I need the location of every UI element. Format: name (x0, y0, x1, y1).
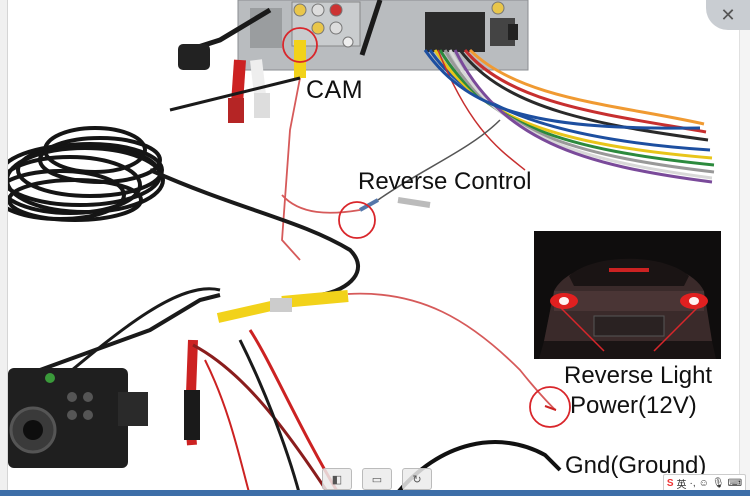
microphone-icon[interactable]: 🎙 (711, 477, 725, 489)
previous-button[interactable]: ◧ (322, 468, 352, 490)
fit-icon: ▭ (371, 473, 383, 486)
punctuation-icon[interactable]: ·, (689, 477, 696, 489)
previous-icon: ◧ (331, 473, 343, 486)
close-icon: ✕ (720, 4, 736, 25)
close-button[interactable]: ✕ (706, 0, 750, 30)
keyboard-icon[interactable]: ⌨ (727, 477, 742, 489)
emoji-icon[interactable]: ☺ (698, 477, 709, 489)
cam-label: CAM (306, 76, 364, 104)
reverse-light-label: Reverse Light (564, 362, 713, 389)
ime-logo: S (666, 477, 674, 489)
viewer-controls: ◧ ▭ ↻ (322, 468, 432, 490)
wire-harness (423, 48, 715, 184)
ime-language[interactable]: 英 (676, 479, 687, 491)
taskbar (0, 490, 750, 496)
reverse-control-label: Reverse Control (358, 168, 532, 195)
car-rear-photo (534, 231, 721, 359)
rotate-button[interactable]: ↻ (402, 468, 432, 490)
power-highlight-circle (529, 386, 571, 428)
head-unit (237, 0, 529, 71)
right-scrollbar[interactable] (739, 30, 750, 496)
annotation-circles (282, 27, 571, 428)
rotate-icon: ↻ (412, 473, 422, 486)
camera-body (8, 287, 221, 468)
reverse-control-highlight-circle (338, 201, 376, 239)
left-edge-panel (0, 0, 8, 496)
power-label: Power(12V) (570, 392, 697, 419)
cam-highlight-circle (282, 27, 318, 63)
fit-button[interactable]: ▭ (362, 468, 392, 490)
cable-coil (0, 126, 165, 222)
